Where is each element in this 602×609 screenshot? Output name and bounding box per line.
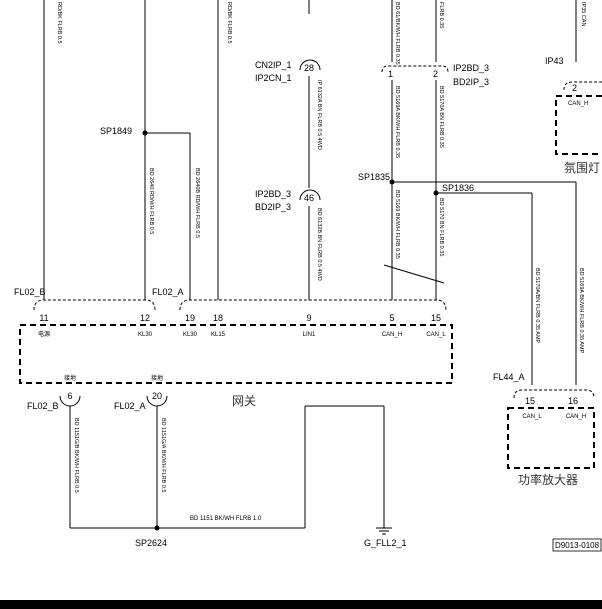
wire-label-top-3: BD 61/BK/WH FLRB 0.35 bbox=[394, 2, 400, 65]
diagram-id: D9013-0108 bbox=[555, 541, 600, 550]
wire-label-can-h-bot: BD 5169 BK/WH FLRB 0.35 bbox=[394, 190, 400, 259]
wire-label-46: BD 6132B BN FLRB 0.5 4WD bbox=[316, 208, 322, 281]
splice-sp2624: SP2624 bbox=[135, 538, 167, 548]
connector-fl02a-top: FL02_A bbox=[152, 287, 184, 297]
splice-sp1835: SP1835 bbox=[358, 172, 390, 182]
pin-amp-15: 15 bbox=[525, 396, 535, 406]
pin-label-amp-15: CAN_L bbox=[522, 414, 542, 420]
twist-marker bbox=[383, 264, 445, 284]
splice-sp2624-dot bbox=[154, 525, 160, 531]
wire-label-sp1849-b: BD 2640B RD/WH FLRB 0.5 bbox=[194, 168, 200, 238]
pin-label-amp-16: CAN_H bbox=[566, 414, 586, 420]
wire-label-28: IP 6132A BN FLRB 0.5 4WD bbox=[316, 80, 322, 150]
connector-arc-fl44 bbox=[513, 389, 595, 399]
pin-15: 15 bbox=[431, 313, 441, 323]
pin-5: 5 bbox=[389, 313, 394, 323]
pin-9: 9 bbox=[306, 313, 311, 323]
module-ambient: 氛围灯 bbox=[564, 161, 600, 175]
connector-bd2ip-3-a: BD2IP_3 bbox=[255, 202, 291, 212]
connector-ip2cn-1: IP2CN_1 bbox=[255, 73, 292, 83]
wire-label-sp1849-a: BD 2640 RD/WH FLRB 0.5 bbox=[148, 168, 154, 234]
pin-6: 6 bbox=[67, 391, 72, 401]
wire-label-gnd-b: BD 1151G/B BK/WH FLRB 0.5 bbox=[73, 418, 79, 493]
wire-label-gnd-a: BD 1151G/A BK/WH FLRB 0.5 bbox=[160, 418, 166, 492]
pin-label-11: 电源 bbox=[38, 330, 50, 338]
pin-label-5: CAN_H bbox=[382, 332, 402, 338]
pin-18: 18 bbox=[213, 313, 223, 323]
splice-sp1849: SP1849 bbox=[100, 126, 132, 136]
pin-label-19: KL30 bbox=[183, 332, 198, 338]
pin-2-ip43: 2 bbox=[572, 83, 577, 93]
wire-label-amp-l: BD 5170A/BN FLRB 0.35 AMP bbox=[534, 268, 540, 344]
pin-28: 28 bbox=[304, 63, 314, 73]
pin-46: 46 bbox=[304, 193, 314, 203]
wire-label-gnd-main: BD 1151 BK/WH FLRB 1.0 bbox=[190, 516, 262, 522]
pin-label-gnd-2: 接地 bbox=[151, 374, 163, 382]
module-amplifier-box bbox=[507, 407, 595, 469]
pin-label-15: CAN_L bbox=[426, 332, 446, 338]
pin-19: 19 bbox=[185, 313, 195, 323]
connector-fl02a-bot: FL02_A bbox=[114, 401, 146, 411]
connector-arc-28 bbox=[299, 59, 321, 71]
wire-label-can-l-bot: BD 5170 BN FLRB 0.35 bbox=[438, 198, 444, 256]
connector-arc-can bbox=[381, 65, 449, 73]
pin-11: 11 bbox=[39, 313, 48, 323]
module-amplifier: 功率放大器 bbox=[518, 472, 578, 487]
connector-cn2ip-1: CN2IP_1 bbox=[255, 60, 292, 70]
connector-arc-fl02b bbox=[33, 299, 156, 311]
module-gateway-box bbox=[19, 324, 453, 384]
splice-sp1836: SP1836 bbox=[442, 183, 474, 193]
pin-label-18: KL15 bbox=[211, 332, 226, 338]
pin-amp-16: 16 bbox=[568, 396, 578, 406]
wire-label-top-1: RD/BK FLRB 0.5 bbox=[56, 2, 62, 44]
ground-g-fll2-1: G_FLL2_1 bbox=[364, 538, 407, 548]
wire-label-top-4: FLRB 0.35 bbox=[438, 2, 444, 28]
pin-20: 20 bbox=[152, 391, 162, 401]
pin-1: 1 bbox=[388, 69, 393, 79]
pin-2: 2 bbox=[433, 69, 438, 79]
connector-fl02b-top: FL02_B bbox=[14, 287, 46, 297]
bottom-border bbox=[0, 600, 602, 609]
pin-label-ip43: CAN_H bbox=[568, 101, 588, 107]
connector-fl02b-bot: FL02_B bbox=[27, 401, 59, 411]
connector-ip2bd-3-a: IP2BD_3 bbox=[255, 189, 291, 199]
module-gateway: 网关 bbox=[232, 394, 256, 408]
connector-arc-fl02a bbox=[179, 299, 447, 311]
connector-ip43: IP43 bbox=[545, 56, 564, 66]
pin-label-12: KL30 bbox=[138, 332, 153, 338]
module-ambient-box bbox=[555, 95, 602, 155]
wire-label-amp-h: BD 5169A BK/WH FLRB 0.35 AMP bbox=[578, 268, 584, 354]
wire-label-can-h-top: BD 5169A BK/WH FLRB 0.35 bbox=[394, 86, 400, 158]
wire-label-top-5: IP35 CAN bbox=[580, 2, 586, 26]
connector-arc-ip43 bbox=[563, 81, 602, 91]
connector-fl44-a: FL44_A bbox=[493, 372, 525, 382]
pin-label-9: LIN1 bbox=[303, 332, 316, 338]
connector-arc-46 bbox=[299, 189, 321, 201]
diagram-id-box bbox=[552, 538, 602, 552]
wire-label-top-2: RD/BK FLRB 0.5 bbox=[226, 2, 232, 44]
wire-label-can-l-top: BD 5170A BN FLRB 0.35 bbox=[438, 86, 444, 148]
pin-label-gnd-1: 接地 bbox=[64, 374, 76, 382]
connector-bd2ip-3-b: BD2IP_3 bbox=[453, 77, 489, 87]
connector-ip2bd-3-b: IP2BD_3 bbox=[453, 63, 489, 73]
pin-12: 12 bbox=[140, 313, 150, 323]
